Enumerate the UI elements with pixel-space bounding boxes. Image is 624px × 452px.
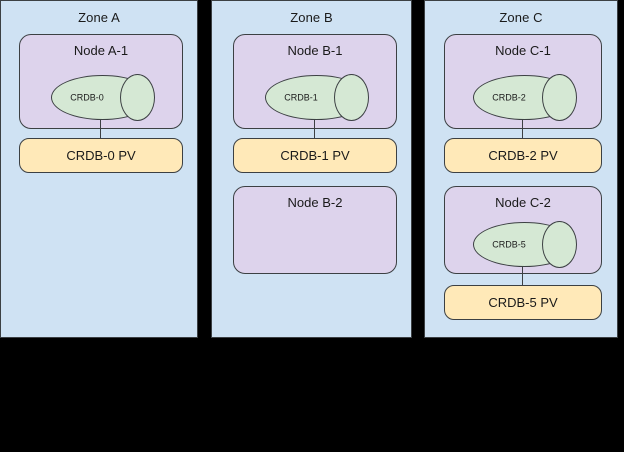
pv-label-crdb-2: CRDB-2 PV bbox=[488, 148, 558, 163]
zone-panel-c: Zone C Node C-1 CRDB-2 CRDB-2 PV Node C-… bbox=[424, 0, 618, 338]
node-box-c-1[interactable]: Node C-1 CRDB-2 bbox=[444, 34, 602, 129]
pv-box-crdb-1[interactable]: CRDB-1 PV bbox=[233, 138, 397, 173]
zone-title-a: Zone A bbox=[78, 10, 120, 25]
database-cylinder-crdb-1[interactable]: CRDB-1 bbox=[265, 74, 369, 121]
pv-label-crdb-0: CRDB-0 PV bbox=[66, 148, 136, 163]
node-box-c-2[interactable]: Node C-2 CRDB-5 bbox=[444, 186, 602, 274]
zone-title-c: Zone C bbox=[499, 10, 543, 25]
database-label-crdb-1: CRDB-1 bbox=[284, 92, 318, 102]
pv-label-crdb-5: CRDB-5 PV bbox=[488, 295, 558, 310]
pv-box-crdb-2[interactable]: CRDB-2 PV bbox=[444, 138, 602, 173]
connector-node-b-1-to-pv bbox=[314, 119, 315, 138]
database-cylinder-crdb-2[interactable]: CRDB-2 bbox=[473, 74, 577, 121]
node-title-c-2: Node C-2 bbox=[495, 195, 551, 210]
zone-title-b: Zone B bbox=[290, 10, 333, 25]
node-title-c-1: Node C-1 bbox=[495, 43, 551, 58]
cylinder-end-cap bbox=[119, 74, 155, 121]
node-title-b-2: Node B-2 bbox=[287, 195, 343, 210]
cylinder-end-cap bbox=[541, 221, 577, 268]
connector-node-c-2-to-pv bbox=[522, 266, 523, 285]
node-box-b-2[interactable]: Node B-2 bbox=[233, 186, 397, 274]
database-label-crdb-5: CRDB-5 bbox=[492, 239, 526, 249]
connector-node-c-1-to-pv bbox=[522, 119, 523, 138]
pv-box-crdb-5[interactable]: CRDB-5 PV bbox=[444, 285, 602, 320]
zone-panel-a: Zone A Node A-1 CRDB-0 CRDB-0 PV bbox=[0, 0, 198, 338]
database-label-crdb-2: CRDB-2 bbox=[492, 92, 526, 102]
zone-panel-b: Zone B Node B-1 CRDB-1 CRDB-1 PV Node B-… bbox=[211, 0, 412, 338]
node-title-b-1: Node B-1 bbox=[287, 43, 343, 58]
database-cylinder-crdb-0[interactable]: CRDB-0 bbox=[51, 74, 155, 121]
node-box-b-1[interactable]: Node B-1 CRDB-1 bbox=[233, 34, 397, 129]
database-cylinder-crdb-5[interactable]: CRDB-5 bbox=[473, 221, 577, 268]
node-box-a-1[interactable]: Node A-1 CRDB-0 bbox=[19, 34, 183, 129]
node-title-a-1: Node A-1 bbox=[73, 43, 129, 58]
pv-label-crdb-1: CRDB-1 PV bbox=[280, 148, 350, 163]
database-label-crdb-0: CRDB-0 bbox=[70, 92, 104, 102]
cylinder-end-cap bbox=[541, 74, 577, 121]
connector-node-a-1-to-pv bbox=[100, 119, 101, 138]
pv-box-crdb-0[interactable]: CRDB-0 PV bbox=[19, 138, 183, 173]
cylinder-end-cap bbox=[333, 74, 369, 121]
